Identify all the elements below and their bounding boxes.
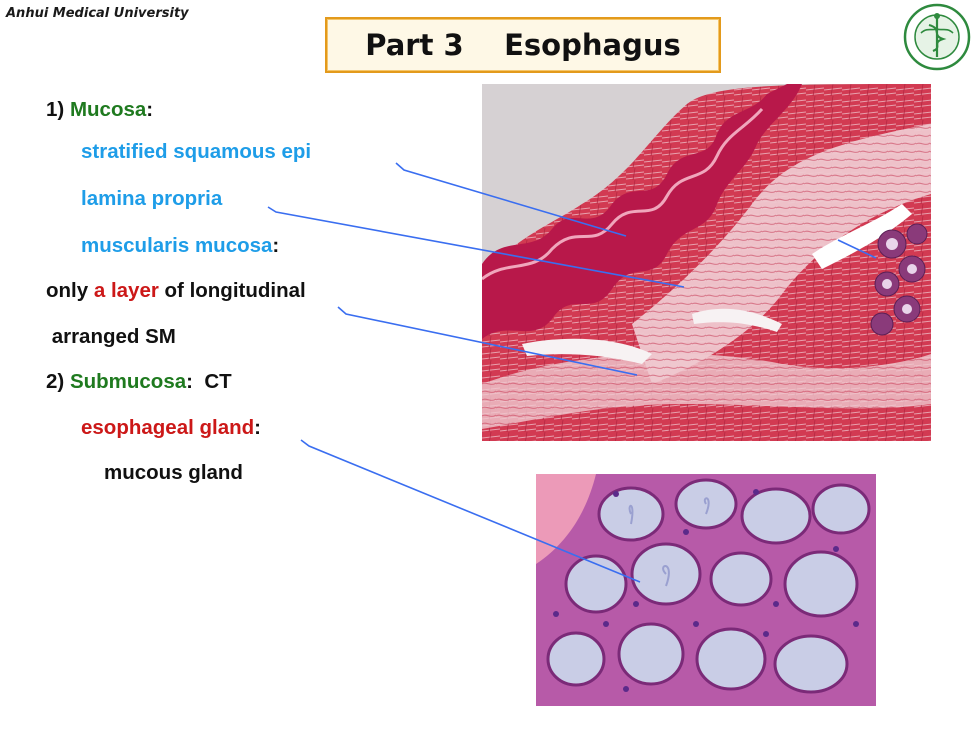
university-seal-icon [903, 3, 971, 71]
muscularis-colon: : [272, 234, 280, 257]
longitudinal-line: only a layer of longitudinal [46, 279, 306, 303]
slide-title-box: Part 3 Esophagus [325, 17, 721, 73]
mucous-gland-micrograph [536, 474, 876, 706]
submucosa-term: Submucosa [69, 370, 187, 393]
esophagus-wall-micrograph [482, 84, 931, 441]
submucosa-number: 2) [46, 370, 70, 393]
muscularis-mucosa-line: muscularis mucosa: [81, 234, 279, 258]
mucosa-number: 1) [46, 98, 70, 121]
slide-title: Part 3 Esophagus [365, 28, 681, 62]
longitudinal-part-c: of longitudinal [158, 279, 306, 302]
submucosa-heading: 2) Submucosa: CT [46, 370, 232, 394]
esophageal-gland-line: esophageal gland: [81, 416, 261, 440]
submucosa-rest: : CT [186, 370, 232, 393]
arranged-sm-line: arranged SM [46, 325, 176, 348]
mucosa-heading: 1) Mucosa: [46, 98, 153, 122]
esophageal-gland-label: esophageal gland [81, 416, 255, 439]
longitudinal-emphasis: a layer [93, 279, 159, 302]
mucous-gland-label: mucous gland [104, 461, 243, 484]
epithelium-label: stratified squamous epi [81, 140, 312, 163]
gland-colon: : [254, 416, 261, 439]
lamina-propria-label: lamina propria [81, 187, 223, 210]
mucosa-colon: : [146, 98, 154, 121]
institution-header: Anhui Medical University [6, 6, 189, 21]
mucosa-term: Mucosa [69, 98, 147, 121]
muscularis-mucosa-label: muscularis mucosa [81, 234, 273, 257]
longitudinal-part-a: only [46, 279, 94, 302]
